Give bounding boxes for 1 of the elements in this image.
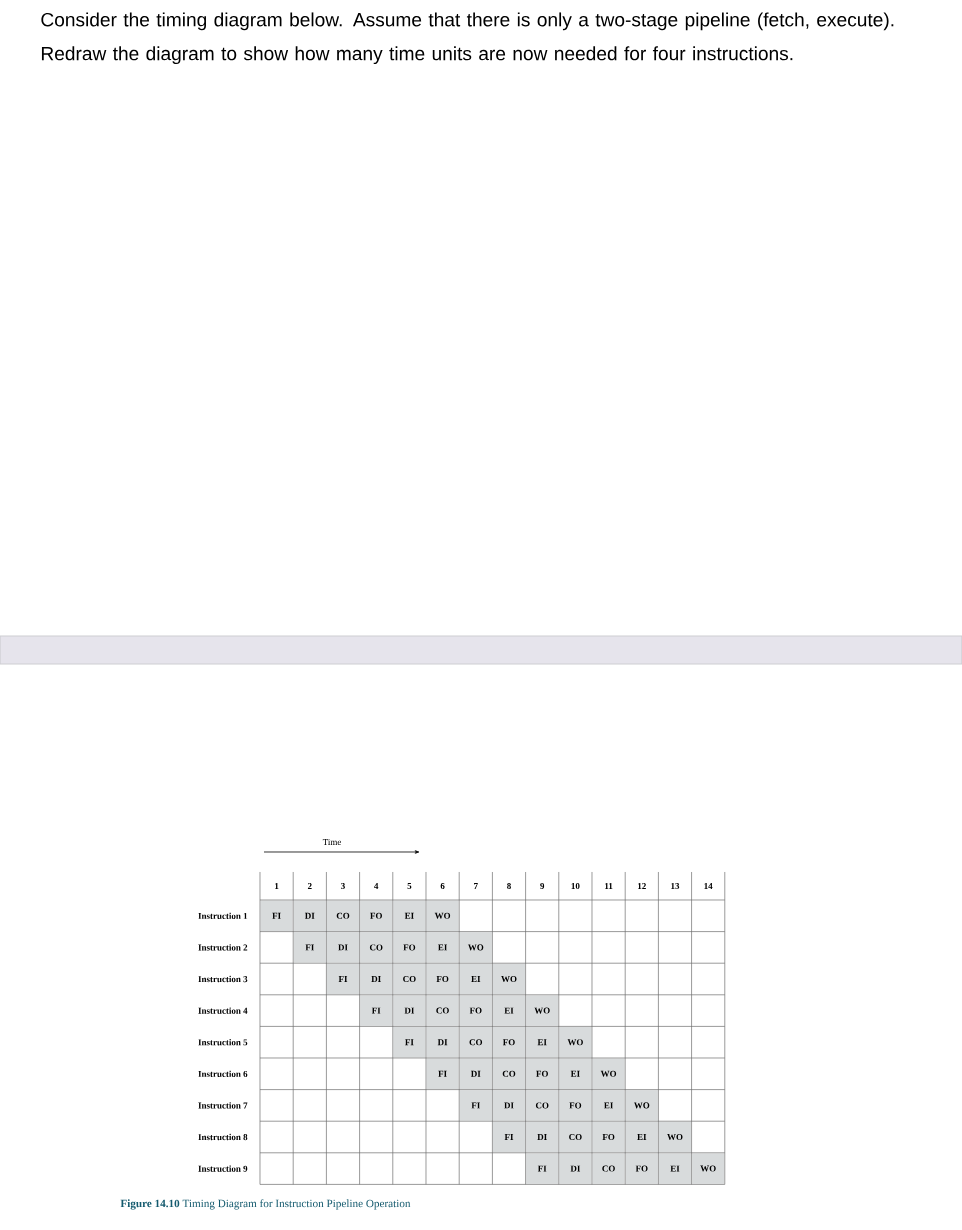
question-text: Consider the timing diagram below. Assume that there is only a two-stage pipeline (fetch, execute). Redraw the diagram to show how many time units are now needed for four instructions. <box>41 12 894 65</box>
